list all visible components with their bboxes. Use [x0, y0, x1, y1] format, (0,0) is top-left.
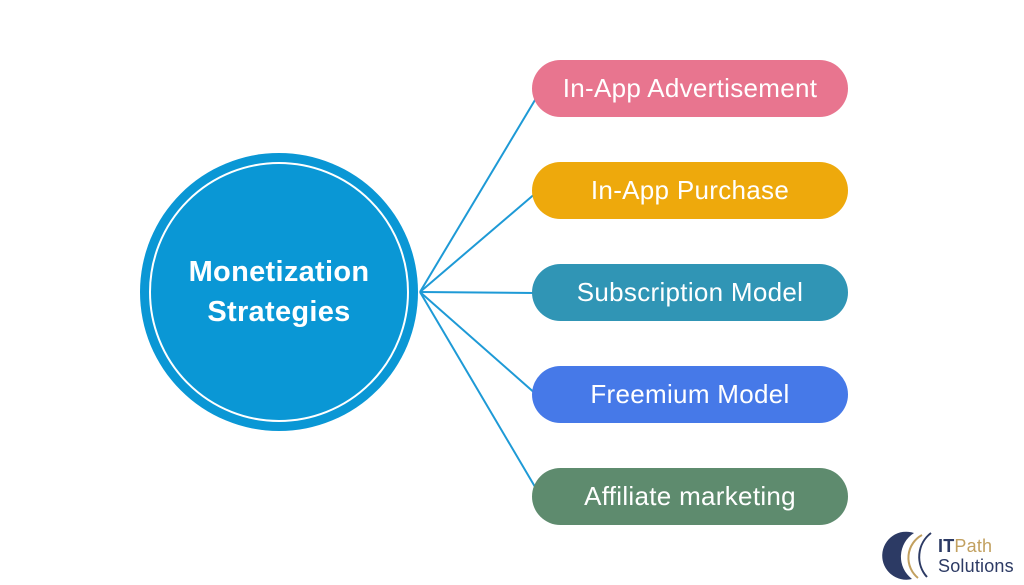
node-label: In-App Advertisement: [562, 73, 818, 103]
node-in-app-advertisement: In-App Advertisement: [532, 60, 848, 117]
central-node-label-line2: Strategies: [207, 296, 351, 328]
node-label: Freemium Model: [590, 379, 790, 409]
node-in-app-purchase: In-App Purchase: [532, 162, 848, 219]
itpath-swoosh-icon: [882, 531, 932, 580]
connector-line-subscription-model: [419, 291, 536, 294]
central-node-label: Monetization Strategies: [189, 252, 370, 332]
node-label: In-App Purchase: [590, 175, 790, 205]
logo-text-line1: ITPath: [938, 536, 1014, 556]
central-node: Monetization Strategies: [140, 153, 418, 431]
connector-line-in-app-purchase: [419, 191, 538, 293]
node-affiliate-marketing: Affiliate marketing: [532, 468, 848, 525]
logo-it: IT: [938, 535, 955, 556]
itpath-solutions-logo: ITPath Solutions: [882, 531, 1014, 581]
node-label: Affiliate marketing: [584, 481, 796, 511]
connector-line-affiliate-marketing: [419, 291, 542, 498]
logo-text-line2: Solutions: [938, 556, 1014, 576]
central-node-label-line1: Monetization: [188, 255, 370, 288]
logo-text: ITPath Solutions: [938, 536, 1014, 576]
logo-path: Path: [954, 535, 993, 556]
node-label: Subscription Model: [576, 277, 804, 307]
connector-line-freemium-model: [419, 291, 538, 396]
node-subscription-model: Subscription Model: [532, 264, 848, 321]
node-freemium-model: Freemium Model: [532, 366, 848, 423]
connector-line-in-app-advertisement: [419, 89, 542, 293]
